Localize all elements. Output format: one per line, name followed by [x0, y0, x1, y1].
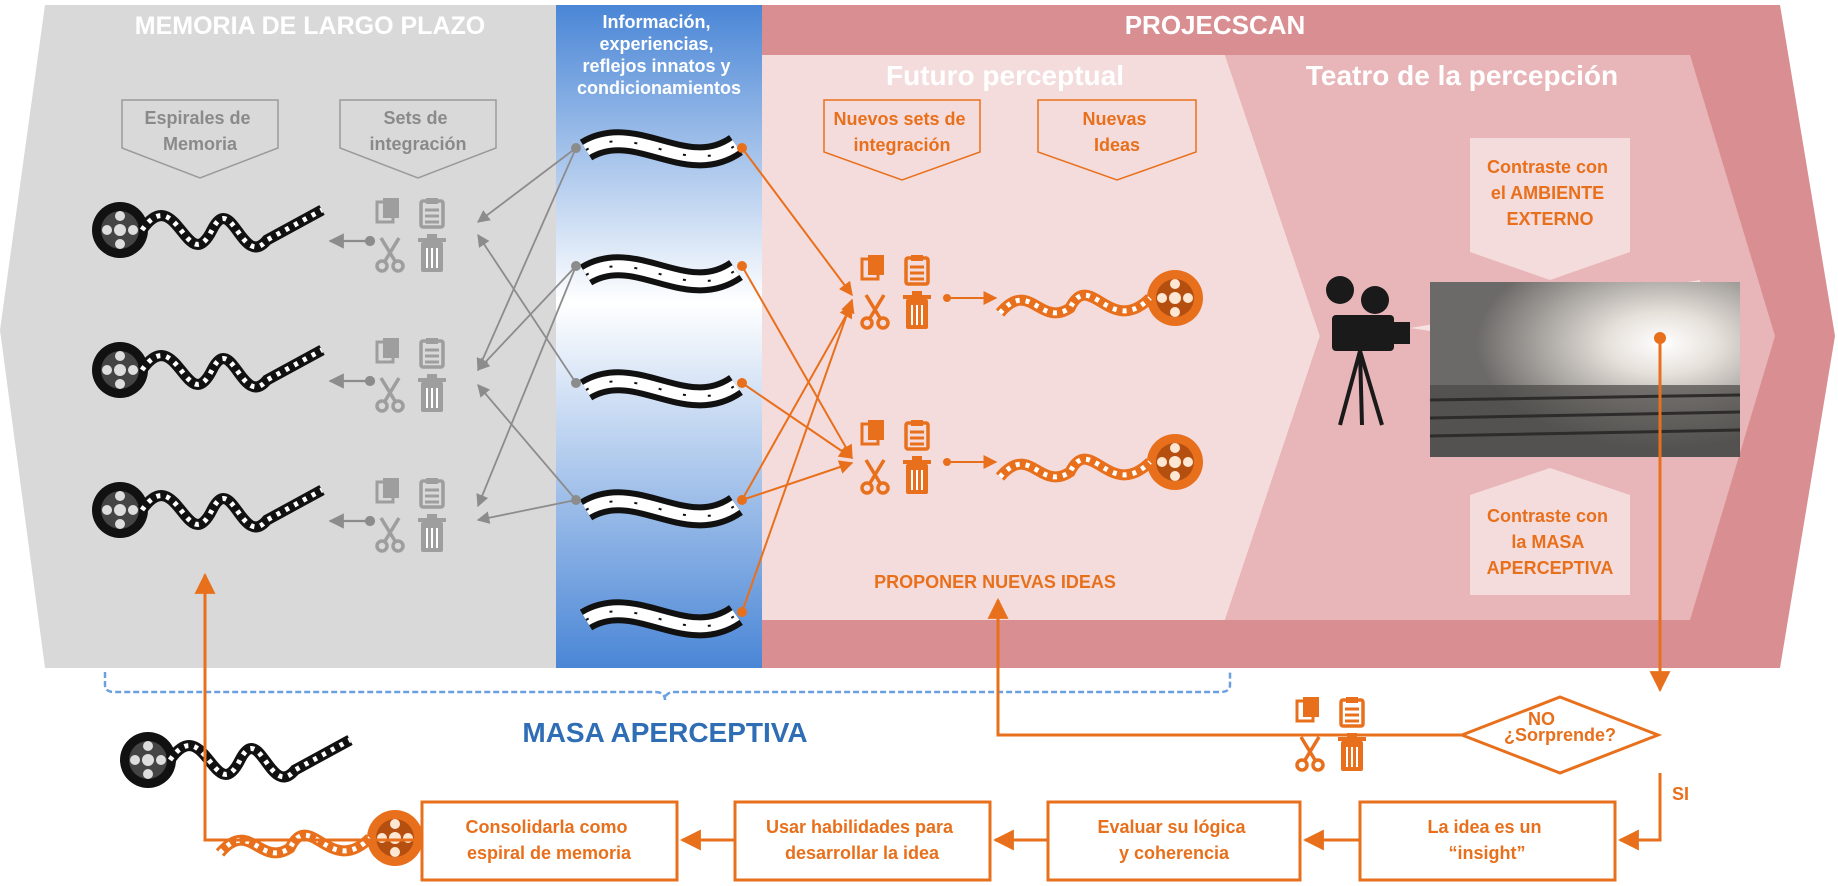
cinema-hall-image — [1429, 282, 1741, 457]
film-strip-3 — [586, 381, 736, 396]
futuro-title: Futuro perceptual — [886, 60, 1124, 91]
svg-text:Consolidarla como espira: Consolidarla como espiral de memoria — [465, 817, 632, 863]
svg-text:Contraste con el AMBIENT: Contraste con el AMBIENTE EXTERNO — [1487, 157, 1613, 229]
masa-spiral — [120, 732, 350, 788]
masa-bracket — [103, 672, 1232, 701]
gray-connectors — [476, 143, 581, 524]
proponer-label: PROPONER NUEVAS IDEAS — [874, 572, 1116, 592]
svg-text:La idea es un “insight”: La idea es un “insight” — [1427, 817, 1546, 863]
sets-label: Sets de integración — [339, 99, 497, 179]
svg-text:Nuevas Ideas: Nuevas Ideas — [1082, 109, 1151, 155]
decision-diamond: ¿Sorprende? — [1457, 695, 1663, 775]
svg-text:Evaluar su lógica y cohe: Evaluar su lógica y coherencia — [1097, 817, 1250, 863]
projector-icon — [1326, 276, 1410, 426]
process-step-2: Usar habilidades para desarrollar la ide… — [733, 800, 992, 882]
projecscan-title: PROJECSCAN — [1125, 10, 1306, 40]
masa-aperceptiva-label: MASA APERCEPTIVA — [522, 717, 807, 748]
film-strip-1 — [586, 141, 736, 156]
process-step-4: La idea es un “insight” — [1358, 800, 1617, 882]
teatro-title: Teatro de la percepción — [1306, 60, 1618, 91]
nuevos-sets-label: Nuevos sets de integración — [823, 99, 981, 181]
espirales-label: Espirales de Memoria — [121, 99, 279, 179]
memoria-title: MEMORIA DE LARGO PLAZO — [135, 12, 485, 40]
svg-text:Sets de integración: Sets de integración — [369, 108, 466, 154]
memory-connectors — [328, 233, 376, 529]
film-strip-4 — [586, 501, 736, 516]
svg-text:Nuevos sets de integraci: Nuevos sets de integración — [833, 109, 970, 155]
info-section: Información, experiencias, reflejos inna… — [556, 5, 762, 668]
info-title: Información, experiencias, reflejos inna… — [577, 12, 741, 98]
svg-text:Espirales de Memoria: Espirales de Memoria — [144, 108, 255, 154]
film-strip-5 — [586, 611, 736, 626]
film-strip-2 — [586, 266, 736, 281]
consolidated-spiral — [220, 810, 423, 866]
svg-text:Contraste con la MASA: Contraste con la MASA APERCEPTIVA — [1487, 506, 1614, 578]
process-step-3: Evaluar su lógica y coherencia — [1046, 800, 1302, 882]
no-label: NO — [1528, 709, 1555, 729]
svg-text:Usar habilidades para de: Usar habilidades para desarrollar la ide… — [766, 817, 958, 863]
si-label: SI — [1672, 784, 1689, 804]
svg-text:¿Sorprende?: ¿Sorprende? — [1504, 725, 1616, 745]
contraste-masa-label: Contraste con la MASA APERCEPTIVA — [1470, 468, 1630, 595]
flow-arrows — [194, 332, 1671, 851]
contraste-ambiente-label: Contraste con el AMBIENTE EXTERNO — [1470, 138, 1630, 280]
orange-connectors — [737, 143, 998, 617]
process-step-1: Consolidarla como espiral de memoria — [420, 800, 679, 882]
nuevas-ideas-label: Nuevas Ideas — [1037, 99, 1197, 181]
